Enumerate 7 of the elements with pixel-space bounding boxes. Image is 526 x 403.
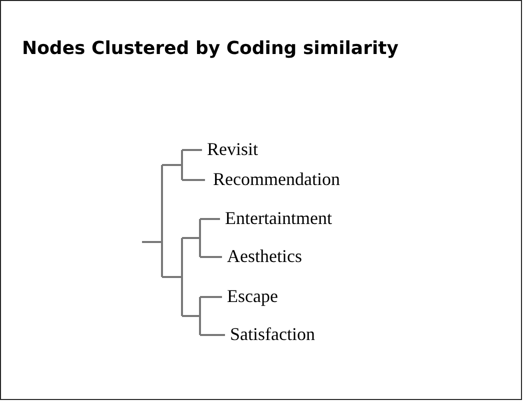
leaf-label: Aesthetics [227, 246, 302, 266]
leaf-label: Entertaintment [225, 208, 332, 228]
leaf-label: Escape [227, 286, 278, 306]
leaf-label: Satisfaction [230, 324, 315, 344]
chart-title: Nodes Clustered by Coding similarity [22, 38, 398, 59]
leaf-label: Revisit [207, 139, 258, 159]
leaf-label: Recommendation [213, 169, 340, 189]
